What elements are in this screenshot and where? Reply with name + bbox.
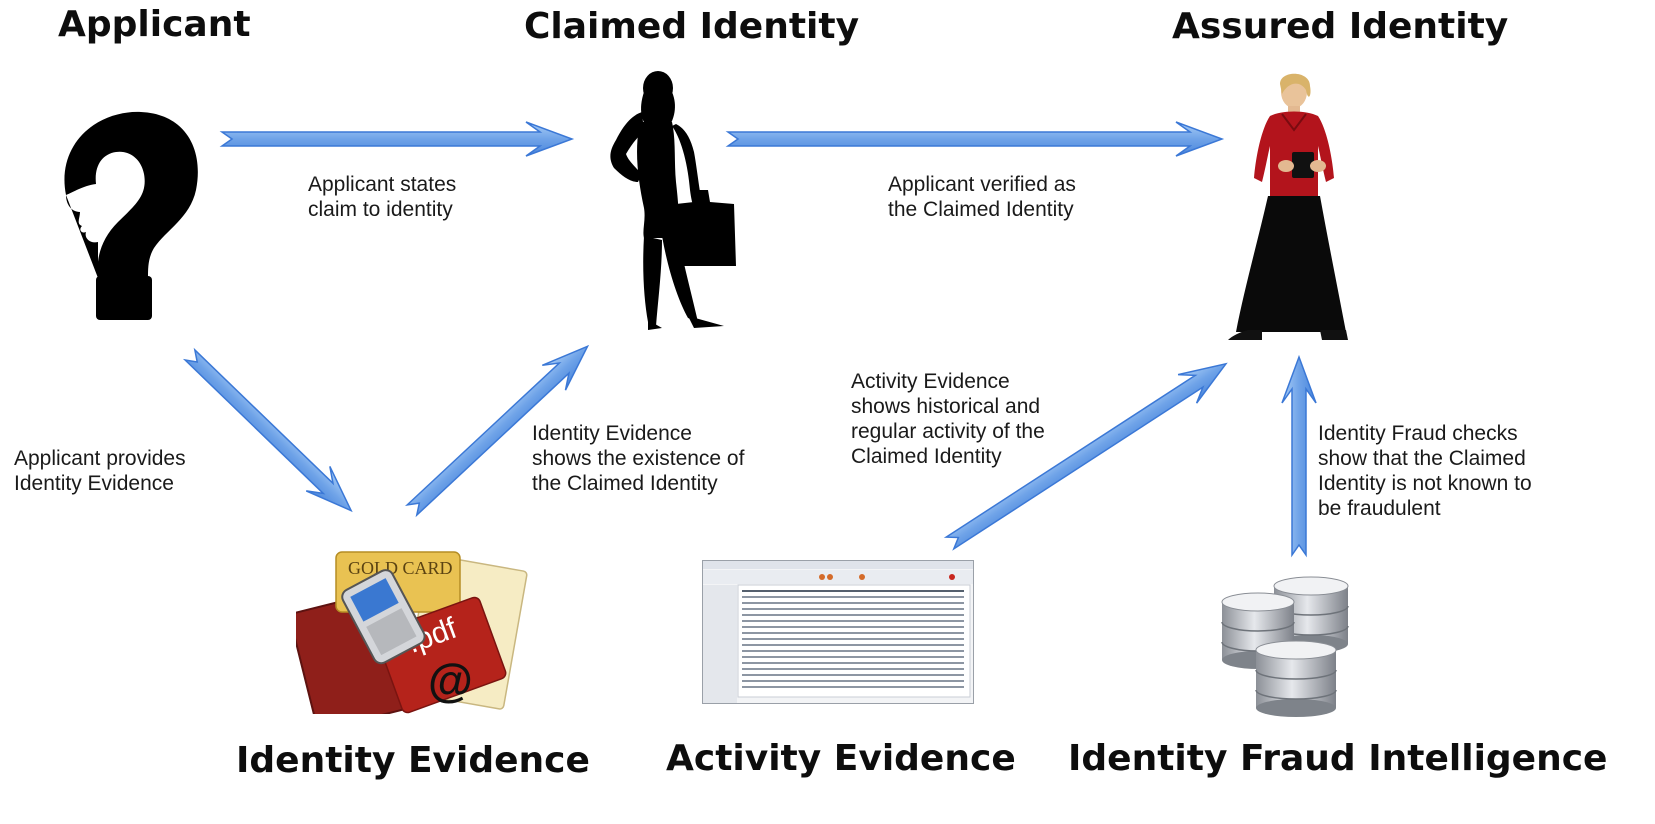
database-cylinder-front — [1255, 640, 1337, 717]
arrow-activity-evidence-to-assured — [943, 362, 1228, 551]
database-stack-icon — [1221, 576, 1349, 717]
at-label: @ — [428, 654, 473, 706]
activity-log-screenshot-icon — [702, 560, 974, 704]
arrow-applicant-to-identity-evidence — [182, 347, 353, 513]
question-head-icon — [64, 111, 198, 320]
arrow-claimed-to-assured — [725, 121, 1225, 157]
gold-card-label: GOLD CARD — [348, 558, 453, 578]
caption-provides: Applicant provides Identity Evidence — [14, 447, 186, 495]
node-title-identity-evidence: Identity Evidence — [236, 740, 590, 781]
node-title-identity-fraud-intelligence: Identity Fraud Intelligence — [1068, 738, 1608, 779]
node-title-assured-identity: Assured Identity — [1172, 6, 1509, 47]
identity-documents-icon: GOLD CARD .pdf @ — [296, 551, 528, 714]
node-title-claimed-identity: Claimed Identity — [524, 6, 860, 47]
arrow-applicant-to-claimed — [219, 121, 575, 157]
arrow-fraud-to-assured — [1281, 354, 1317, 558]
database-cylinder-back — [1273, 576, 1349, 653]
node-title-applicant: Applicant — [58, 4, 251, 45]
woman-silhouette-icon — [610, 71, 736, 330]
node-title-activity-evidence: Activity Evidence — [666, 738, 1016, 779]
caption-fraud: Identity Fraud checks show that the Clai… — [1318, 422, 1532, 520]
arrow-identity-evidence-to-claimed — [404, 344, 590, 518]
caption-activity: Activity Evidence shows historical and r… — [851, 370, 1045, 468]
woman-figure-icon — [1228, 73, 1348, 340]
caption-existence: Identity Evidence shows the existence of… — [532, 422, 745, 495]
caption-verified: Applicant verified as the Claimed Identi… — [888, 173, 1076, 221]
caption-states-claim: Applicant states claim to identity — [308, 173, 457, 221]
